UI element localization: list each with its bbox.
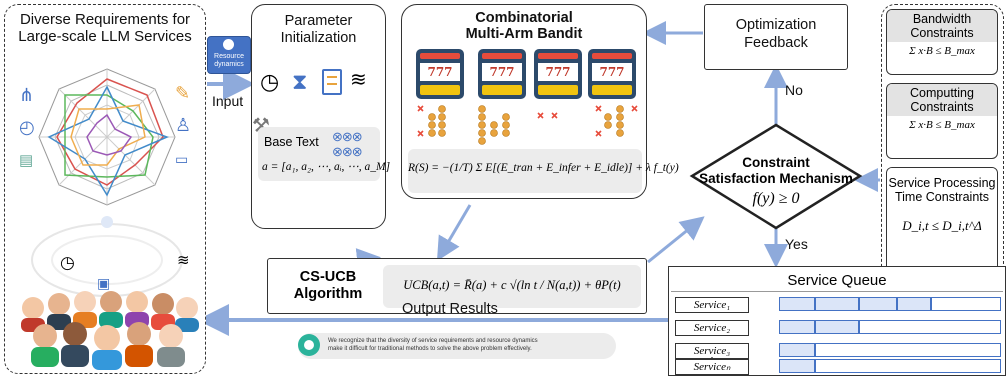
user-clock-icon: ♙ [175,115,192,135]
constraint-mechanism-line1: Constraint [742,155,810,170]
document-edit-icon: ✎ [175,83,191,103]
constraint-formula: f(y) ≥ 0 [752,190,800,207]
resource-dynamics-badge: Resource dynamics [207,36,251,74]
ucb-formula: UCB(a,t) = R̄(a) + c √(ln t / N(a,t)) + … [403,278,621,292]
users-crowd-illustration [21,291,199,370]
parameter-init-title: Parameter Initialization [280,13,357,46]
queue-segment [859,297,897,311]
yes-label: Yes [785,236,808,252]
reward-formula-box: R(S) = −(1/T) Σ E[(E_tran + E_infer + E_… [408,149,679,193]
bandit-title-2: Multi-Arm Bandit [465,26,583,42]
router-icon: ▭ [175,151,189,167]
service-label: Service₂ [675,320,749,336]
queue-empty [815,343,1001,357]
document-icon [322,69,342,95]
slot-machine: 777 [478,49,526,99]
note-text: We recognize that the diversity of servi… [328,337,538,353]
processing-time-constraint-formula: D_i,t ≤ D_i,t^Δ [902,218,982,233]
service-label: Service₁ [675,297,749,313]
queue-segment [779,297,815,311]
queue-empty [931,297,1001,311]
bandwidth-constraint: Bandwidth Constraints Σ x·B ≤ B_max [886,9,998,75]
base-text-box: Base Text ⊗⊗⊗⊗⊗⊗ a = [a₁, a₂, ⋯, aᵢ, ⋯, … [258,127,390,181]
slot-machine: 777 [416,49,464,99]
reward-formula: R(S) = −(1/T) Σ E[(E_tran + E_infer + E_… [408,162,679,174]
queue-segment [815,320,859,334]
decision-diamond [689,123,863,230]
wifi-icon: ≋ [177,252,190,269]
constraints-panel: Bandwidth Constraints Σ x·B ≤ B_max Comp… [881,4,1004,286]
processing-time-constraint-title: Service Processing Time Constraints [887,168,997,206]
queue-empty [815,359,1001,373]
action-vector-formula: a = [a₁, a₂, ⋯, aᵢ, ⋯, a_M] [262,161,391,173]
cs-ucb-title: CS-UCB Algorithm [278,269,378,303]
slot-display: 777 [420,63,460,81]
clock-icon: ◷ [260,69,280,94]
output-results-label: Output Results [402,301,498,317]
parameter-init-panel: Parameter Initialization ◷ ⧗ ≋ ⚒ Base Te… [251,4,390,229]
slot-display: 777 [482,63,522,81]
service-label: Serviceₙ [675,359,749,375]
queue-empty [859,320,1001,334]
input-label: Input [212,93,244,109]
optimization-feedback-label: Optimization Feedback [735,17,817,51]
computing-constraint-formula: Σ x·B ≤ B_max [909,119,975,131]
slot-machine: 777 [588,49,636,99]
bandit-panel: Combinatorial Multi-Arm Bandit 777 777 7… [401,4,679,199]
ucb-formula-box: UCB(a,t) = R̄(a) + c √(ln t / N(a,t)) + … [383,265,641,308]
radar-chart [38,68,176,206]
service-label: Service₃ [675,343,749,359]
token-icons: ⊗⊗⊗⊗⊗⊗ [332,129,363,159]
note-line2: make it difficult for traditional method… [328,346,532,352]
requirements-title: Diverse Requirements for Large-scale LLM… [18,11,192,45]
cs-ucb-name: CS-UCB [299,269,357,285]
timer-icon: ◴ [19,117,35,137]
queue-segment [779,359,815,373]
bandit-title-1: Combinatorial [475,10,573,26]
constraint-mechanism-line2: Satisfaction Mechanism [699,171,853,186]
optimization-feedback-box: Optimization Feedback [704,4,848,70]
slot-display: 777 [592,63,632,81]
base-text-label: Base Text [264,135,319,149]
reward-coins [417,105,638,145]
computing-constraint: Computting Constraints Σ x·B ≤ B_max [886,83,998,159]
resource-dynamics-label: Resource dynamics [214,53,244,68]
person-icon [223,39,234,50]
no-label: No [785,82,803,98]
bandwidth-constraint-formula: Σ x·B ≤ B_max [909,45,975,57]
service-queue-title: Service Queue [787,272,887,289]
queue-segment [815,297,859,311]
queue-segment [779,320,815,334]
cs-ucb-subtitle: Algorithm [293,286,363,302]
file-icon: ▣ [97,275,111,291]
computing-constraint-title: Computting Constraints [887,84,997,116]
queue-segment [779,343,815,357]
slot-display: 777 [538,63,578,81]
note-icon [298,334,320,356]
constraint-mechanism-title: Constraint Satisfaction Mechanism [692,155,860,187]
bandwidth-constraint-title: Bandwidth Constraints [887,10,997,42]
chart-icon: ▤ [19,152,34,169]
service-queue-panel: Service Queue Service₁ Service₂ Service₃… [668,266,1006,376]
requirements-panel: Diverse Requirements for Large-scale LLM… [4,4,206,374]
network-icon: ⋔ [19,85,35,105]
wifi-icon: ≋ [350,69,367,91]
hourglass-icon: ⧗ [292,69,308,94]
note-line1: We recognize that the diversity of servi… [328,338,538,344]
slot-machine: 777 [534,49,582,99]
note-box: We recognize that the diversity of servi… [298,333,616,359]
clock-icon: ◷ [60,253,75,272]
processing-time-constraint: Service Processing Time Constraints D_i,… [886,167,998,279]
cs-ucb-box: CS-UCB Algorithm UCB(a,t) = R̄(a) + c √(… [267,258,647,314]
queue-segment [897,297,931,311]
